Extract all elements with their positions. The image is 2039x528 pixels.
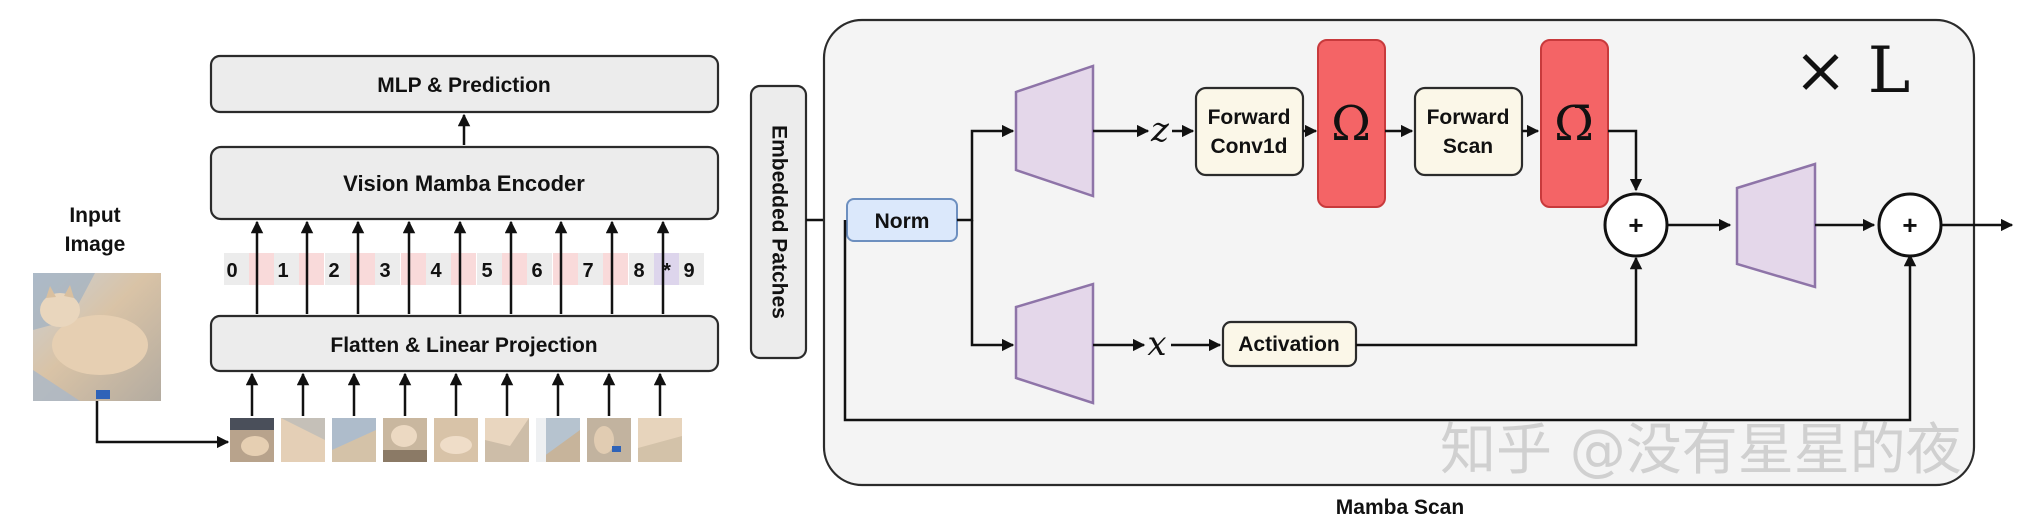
token-4: 4 (430, 260, 442, 282)
watermark: 知乎 @没有星星的夜 (1440, 418, 1962, 483)
input-image (33, 273, 161, 401)
flatten-projection-label: Flatten & Linear Projection (330, 334, 597, 357)
omega-block (1317, 39, 1386, 208)
flatten-projection-block (209, 314, 720, 373)
forward-conv1d-label-line1: Forward (1208, 106, 1291, 129)
patch-thumbnail (485, 418, 529, 462)
flatten-to-encoder-arrows (250, 220, 670, 314)
residual-plus-symbol: + (1902, 210, 1917, 240)
patch-thumbnail (332, 418, 376, 462)
token-7: 7 (582, 260, 593, 282)
norm-label: Norm (875, 210, 930, 233)
mlp-prediction-label: MLP & Prediction (377, 74, 550, 97)
token-cls: * (663, 260, 671, 282)
forward-conv1d-block (1194, 86, 1305, 177)
output-projection-trapezoid (1735, 162, 1817, 289)
patch-strip (230, 418, 682, 462)
embedded-patches-block (749, 84, 808, 360)
x-variable-label: x (1147, 324, 1166, 364)
token-labels: 0 1 2 3 4 5 6 7 8 * 9 (226, 260, 694, 282)
forward-scan-label-line1: Forward (1427, 106, 1510, 129)
input-image-label-line1: Input (69, 204, 120, 227)
token-0: 0 (226, 260, 237, 282)
patch-to-flatten-arrows (245, 372, 667, 416)
forward-scan-label-line2: Scan (1443, 135, 1493, 158)
omega-bar-to-plus-arrow (1608, 129, 1643, 192)
patch-thumbnail (230, 418, 274, 462)
patch-thumbnail (281, 418, 325, 462)
mlp-prediction-block (209, 54, 720, 114)
norm-to-top-projection-arrow (957, 124, 1015, 222)
token-5: 5 (481, 260, 492, 282)
omega-bar-label: Ω̄ (1554, 96, 1594, 152)
input-image-label-line2: Image (65, 233, 126, 256)
bottom-projection-trapezoid (1014, 282, 1095, 405)
activation-label: Activation (1238, 333, 1340, 356)
patch-thumbnail (638, 418, 682, 462)
token-6: 6 (531, 260, 542, 282)
repeat-label: × L (1794, 34, 1910, 108)
image-to-patches-arrow (95, 401, 230, 449)
patch-thumbnail (434, 418, 478, 462)
token-3: 3 (379, 260, 390, 282)
embedded-patches-label: Embedded Patches (767, 125, 790, 319)
omega-bar-block (1540, 39, 1609, 208)
residual-connection-arrow (843, 220, 1917, 422)
vision-mamba-encoder-block (209, 145, 720, 221)
activation-to-plus-arrow (1356, 256, 1643, 347)
patch-thumbnail (536, 418, 580, 462)
forward-scan-block (1413, 86, 1524, 177)
mamba-panel (822, 18, 1976, 487)
patch-thumbnail (587, 418, 631, 462)
z-variable-label: z (1150, 110, 1170, 150)
token-2: 2 (328, 260, 339, 282)
vision-mamba-encoder-label: Vision Mamba Encoder (343, 171, 585, 196)
token-8: 8 (633, 260, 644, 282)
patch-thumbnail (383, 418, 427, 462)
token-strip (224, 253, 704, 285)
mamba-scan-title: Mamba Scan (1336, 496, 1464, 519)
token-1: 1 (277, 260, 288, 282)
gating-plus-symbol: + (1628, 210, 1643, 240)
forward-conv1d-label-line2: Conv1d (1210, 135, 1287, 158)
token-9: 9 (683, 260, 694, 282)
norm-to-bottom-projection-arrow (970, 220, 1015, 352)
top-projection-trapezoid (1014, 64, 1095, 198)
omega-label: Ω (1331, 96, 1371, 152)
